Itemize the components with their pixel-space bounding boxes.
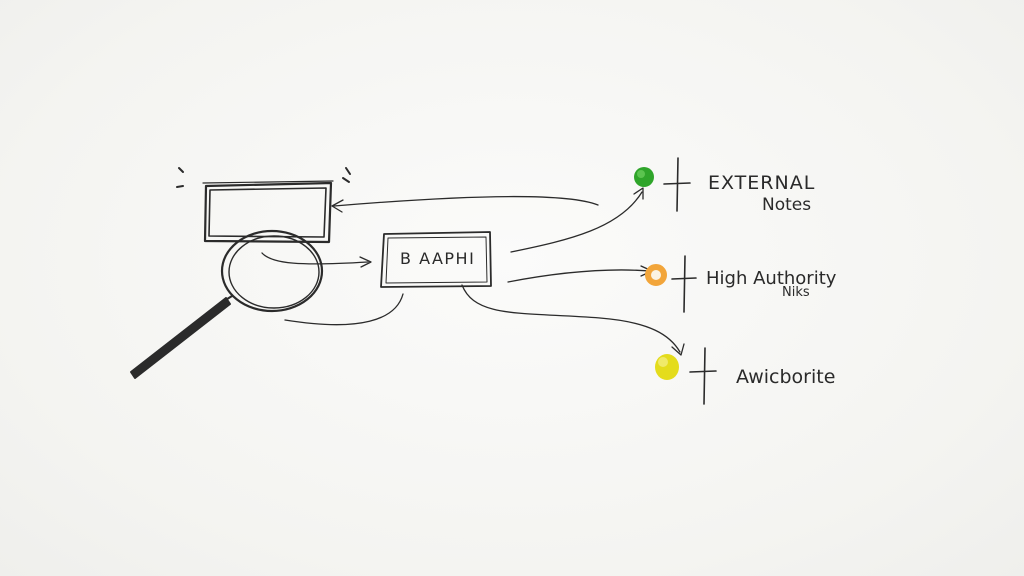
branch-external: EXTERNAL Notes — [634, 157, 815, 215]
window-rectangle — [202, 180, 334, 244]
flash-marks — [176, 167, 351, 188]
arrow-magnifier-to-box — [261, 252, 372, 268]
center-box: B AAPHI — [380, 231, 492, 288]
status-dot-yellow — [655, 354, 679, 380]
connector-box-to-magnifier — [284, 293, 404, 326]
dot-highlight — [658, 357, 668, 367]
branch-authority-title: High Authority — [706, 268, 837, 289]
status-dot-green — [634, 167, 654, 187]
branch-authority: High Authority Niks — [645, 255, 837, 313]
arrow-to-authority — [507, 265, 653, 283]
branch-authority-subtitle: Niks — [782, 285, 810, 300]
branch-external-subtitle: Notes — [762, 195, 811, 215]
branch-external-title: EXTERNAL — [708, 172, 815, 194]
magnifier-icon — [130, 229, 324, 379]
dot-ring-inner — [651, 270, 661, 280]
arrow-to-window — [331, 195, 599, 213]
arrow-to-external — [510, 187, 644, 253]
dot-highlight — [637, 170, 645, 178]
arrow-to-awicborite — [461, 284, 685, 356]
center-box-label: B AAPHI — [400, 249, 475, 268]
branch-awicborite-title: Awicborite — [736, 366, 835, 388]
branch-awicborite: Awicborite — [655, 347, 835, 405]
